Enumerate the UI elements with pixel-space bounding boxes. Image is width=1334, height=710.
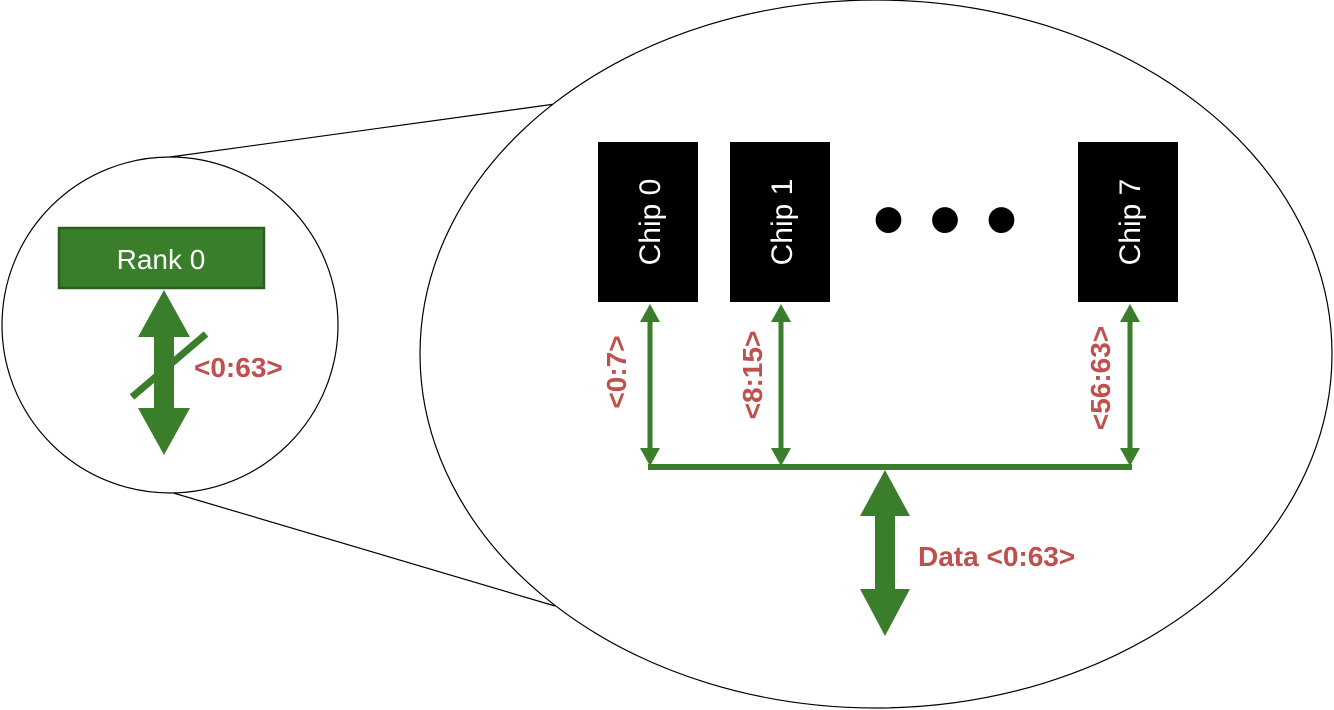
chip-0-label: Chip 0 (634, 179, 667, 266)
data-bus-arrow (860, 470, 910, 636)
rank-bus-slash (129, 331, 209, 400)
chip-7: Chip 7 (1078, 142, 1178, 302)
zoom-line-top (169, 103, 556, 158)
chip-0-data-line (640, 304, 660, 466)
chip-1-box (730, 142, 830, 302)
zoom-line-bottom (169, 491, 556, 607)
chip-0: Chip 0 (598, 142, 698, 302)
rank-label: Rank 0 (117, 244, 206, 275)
data-bus-label: Data <0:63> (918, 541, 1075, 572)
chip-7-bits-label: <56:63> (1085, 326, 1116, 430)
chip-1-label: Chip 1 (766, 179, 799, 266)
chip-0-box (598, 142, 698, 302)
rank-box: Rank 0 (57, 226, 266, 290)
rank-bus-width-label: <0:63> (194, 352, 283, 383)
rank-box-rect (57, 226, 266, 290)
chip-7-box (1078, 142, 1178, 302)
chip-1-data-line (771, 304, 791, 466)
chip-ellipsis: • • • (873, 170, 1018, 270)
chip-1: Chip 1 (730, 142, 830, 302)
chip-1-bits-label: <8:15> (737, 331, 768, 420)
chip-0-bits-label: <0:7> (601, 335, 632, 408)
chip-7-data-line (1120, 304, 1140, 466)
chip-7-label: Chip 7 (1114, 179, 1147, 266)
